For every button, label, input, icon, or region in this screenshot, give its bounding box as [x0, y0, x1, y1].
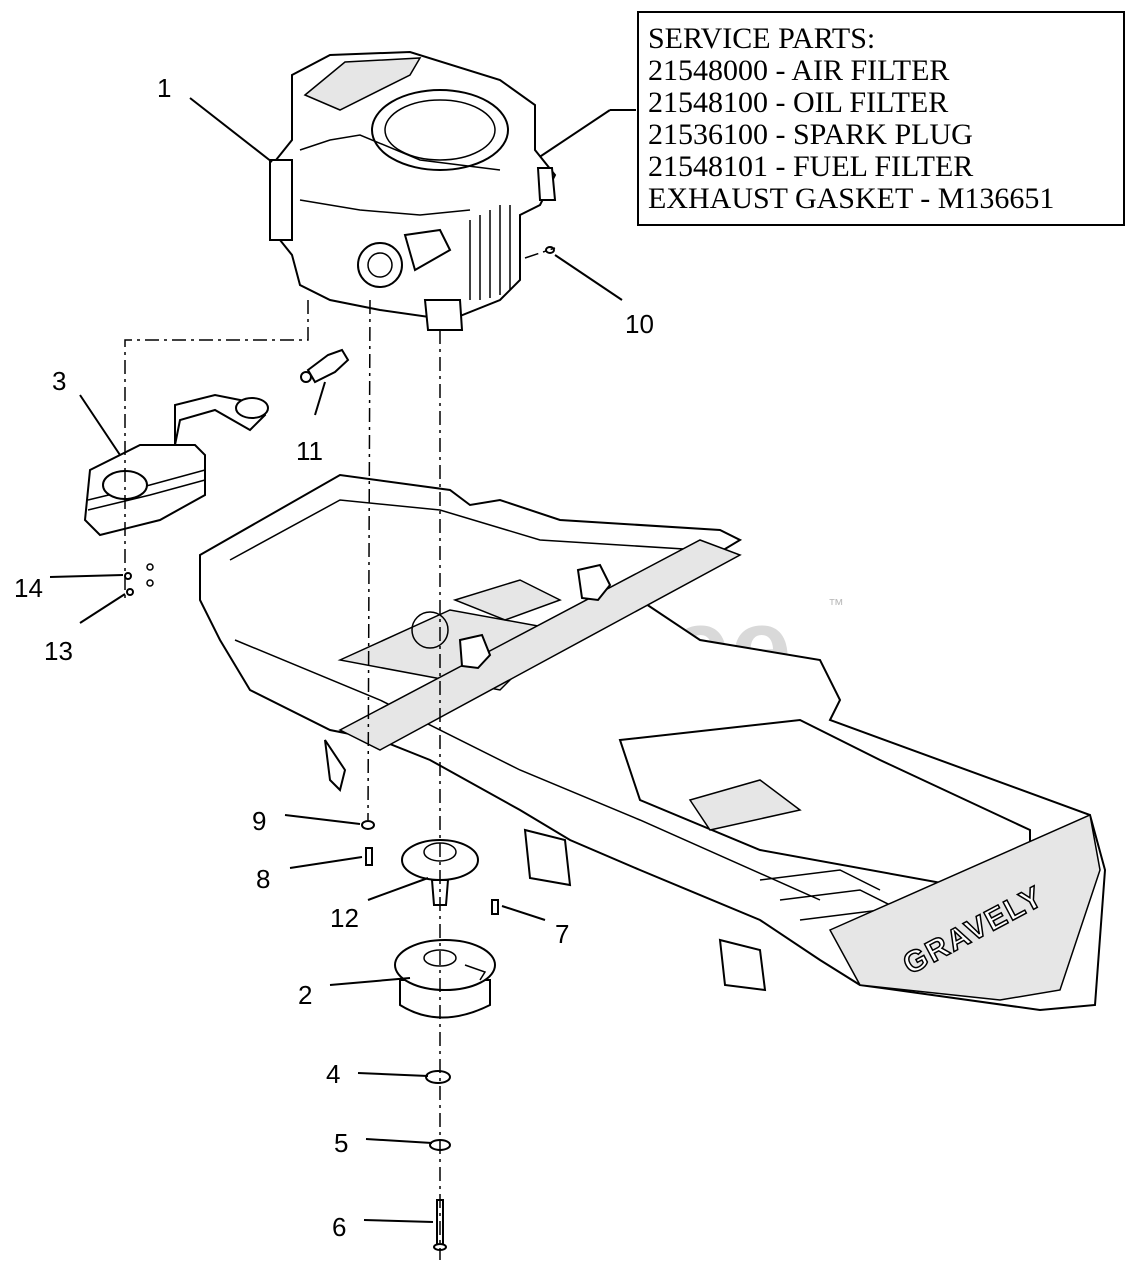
mower-frame: GRAVELY	[199, 473, 1107, 1012]
spacer-4	[425, 1070, 451, 1084]
callout-14: 14	[14, 573, 43, 603]
service-part-air-filter: 21548000 - AIR FILTER	[648, 54, 949, 87]
callout-6: 6	[332, 1212, 346, 1242]
callout-labels: 1 2 3 4 5 6 7 8 9 10 11 12 13 14	[14, 73, 654, 1242]
callout-3: 3	[52, 366, 66, 396]
service-part-spark-plug: 21536100 - SPARK PLUG	[648, 118, 973, 151]
callout-13: 13	[44, 636, 73, 666]
service-part-oil-filter: 21548100 - OIL FILTER	[648, 86, 948, 119]
muffler	[83, 393, 269, 537]
callout-2: 2	[298, 980, 312, 1010]
fitting-10	[545, 246, 555, 254]
leader-lines	[49, 97, 623, 1223]
callout-11: 11	[296, 436, 323, 466]
key-7	[491, 899, 499, 915]
callout-4: 4	[326, 1059, 340, 1089]
assembly-lines	[124, 247, 556, 1260]
callout-12: 12	[330, 903, 359, 933]
bolt-8	[365, 847, 373, 866]
watermark-trademark: ™	[828, 597, 844, 614]
callout-10: 10	[625, 309, 654, 339]
service-part-exhaust-gasket: EXHAUST GASKET - M136651	[648, 182, 1054, 215]
service-parts-box: SERVICE PARTS: 21548000 - AIR FILTER 215…	[489, 11, 1125, 226]
service-part-fuel-filter: 21548101 - FUEL FILTER	[648, 150, 973, 183]
callout-7: 7	[555, 919, 569, 949]
callout-1: 1	[157, 73, 171, 103]
service-parts-title: SERVICE PARTS:	[648, 22, 875, 55]
pto-clutch	[394, 939, 496, 1019]
bolt-13	[126, 588, 134, 596]
callout-5: 5	[334, 1128, 348, 1158]
engine	[269, 50, 557, 331]
nut-9	[361, 820, 375, 830]
spark-plug	[300, 348, 350, 384]
washer-14	[124, 572, 132, 580]
callout-9: 9	[252, 806, 266, 836]
callout-8: 8	[256, 864, 270, 894]
